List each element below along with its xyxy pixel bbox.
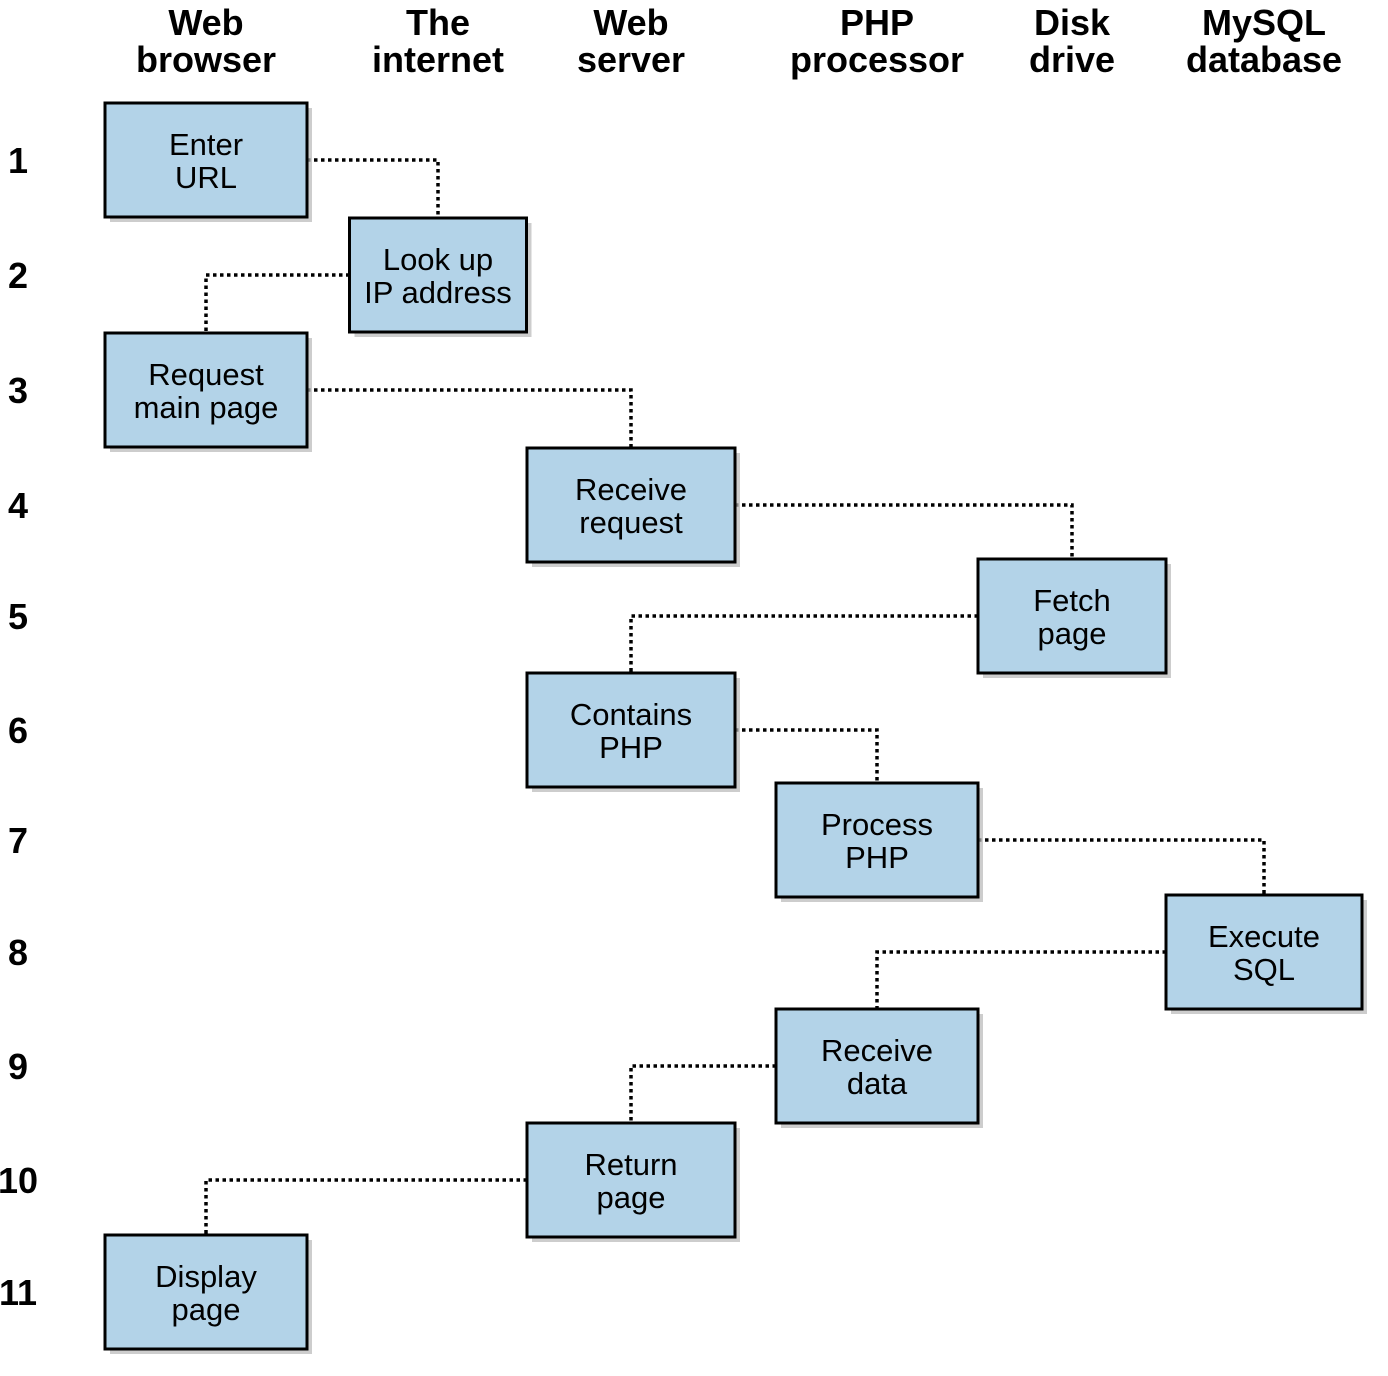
step-box-rect xyxy=(348,216,528,334)
row-number-5: 5 xyxy=(8,596,28,637)
step-box-label-line-1: Return xyxy=(584,1147,677,1182)
step-box-rect xyxy=(1164,893,1364,1011)
step-box-label-line-1: Fetch xyxy=(1033,583,1111,618)
step-box-label-line-2: SQL xyxy=(1233,952,1295,987)
step-box-rect xyxy=(103,1233,309,1351)
column-header-disk-line-2: drive xyxy=(1029,39,1115,80)
connector-step-5-to-6 xyxy=(629,614,978,673)
row-number-1: 1 xyxy=(8,140,28,181)
connector-step-2-to-3 xyxy=(204,273,350,333)
column-header-server-line-2: server xyxy=(577,39,685,80)
step-box-label-line-1: Receive xyxy=(575,472,687,507)
row-number-3: 3 xyxy=(8,370,28,411)
connector-step-9-to-10 xyxy=(629,1064,776,1123)
step-box-label-line-1: Enter xyxy=(169,127,243,162)
column-header-mysql-line-2: database xyxy=(1186,39,1342,80)
column-header-browser-line-2: browser xyxy=(136,39,276,80)
step-box-label-line-1: Display xyxy=(155,1259,257,1294)
step-box-label-line-2: IP address xyxy=(364,275,512,310)
row-number-8: 8 xyxy=(8,932,28,973)
row-number-9: 9 xyxy=(8,1046,28,1087)
step-box-rect xyxy=(774,1007,980,1125)
step-box-rect xyxy=(525,1121,737,1239)
step-box-rect xyxy=(976,557,1168,675)
connector-step-8-to-9 xyxy=(875,950,1166,1009)
step-box-rect xyxy=(774,781,980,899)
step-box-label-line-2: page xyxy=(597,1180,666,1215)
row-number-6: 6 xyxy=(8,710,28,751)
column-header-internet-line-2: internet xyxy=(372,39,504,80)
step-box-label-line-1: Receive xyxy=(821,1033,933,1068)
row-number-7: 7 xyxy=(8,820,28,861)
step-box-label-line-2: PHP xyxy=(845,840,909,875)
column-header-server-line-1: Web xyxy=(593,2,668,43)
step-box-label-line-2: URL xyxy=(175,160,237,195)
connector-step-4-to-5 xyxy=(735,503,1074,559)
connector-step-1-to-2 xyxy=(307,158,440,218)
connectors xyxy=(204,158,1266,1235)
step-box-rect xyxy=(103,331,309,449)
row-number-11: 11 xyxy=(0,1272,37,1313)
column-header-browser-line-1: Web xyxy=(168,2,243,43)
row-number-10: 10 xyxy=(0,1160,38,1201)
step-box-label-line-2: page xyxy=(1038,616,1107,651)
step-box-label-line-1: Request xyxy=(148,357,264,392)
connector-step-3-to-4 xyxy=(307,388,633,448)
row-numbers: 1 2 3 4 5 6 7 8 9 10 11 xyxy=(0,140,38,1313)
column-header-mysql-line-1: MySQL xyxy=(1202,2,1326,43)
step-box-label-line-2: data xyxy=(847,1066,908,1101)
column-header-disk-line-1: Disk xyxy=(1034,2,1111,43)
connector-step-6-to-7 xyxy=(735,728,879,783)
step-box-label-line-2: page xyxy=(172,1292,241,1327)
column-header-php-line-1: PHP xyxy=(840,2,914,43)
step-box-rect xyxy=(525,671,737,789)
step-box-label-line-2: request xyxy=(579,505,683,540)
column-header-php-line-2: processor xyxy=(790,39,964,80)
step-box-label-line-1: Contains xyxy=(570,697,692,732)
connector-step-10-to-11 xyxy=(204,1178,527,1235)
step-box-label-line-1: Execute xyxy=(1208,919,1320,954)
row-number-2: 2 xyxy=(8,255,28,296)
step-box-label-line-2: PHP xyxy=(599,730,663,765)
step-box-label-line-2: main page xyxy=(134,390,279,425)
column-header-internet-line-1: The xyxy=(406,2,470,43)
step-box-label-line-1: Process xyxy=(821,807,933,842)
connector-step-7-to-8 xyxy=(978,838,1266,895)
step-box-label-line-1: Look up xyxy=(383,242,493,277)
step-box-rect xyxy=(525,446,737,564)
row-number-4: 4 xyxy=(8,485,28,526)
step-box-rect xyxy=(103,101,309,219)
column-headers: WebbrowserTheinternetWebserverPHPprocess… xyxy=(136,2,1342,80)
